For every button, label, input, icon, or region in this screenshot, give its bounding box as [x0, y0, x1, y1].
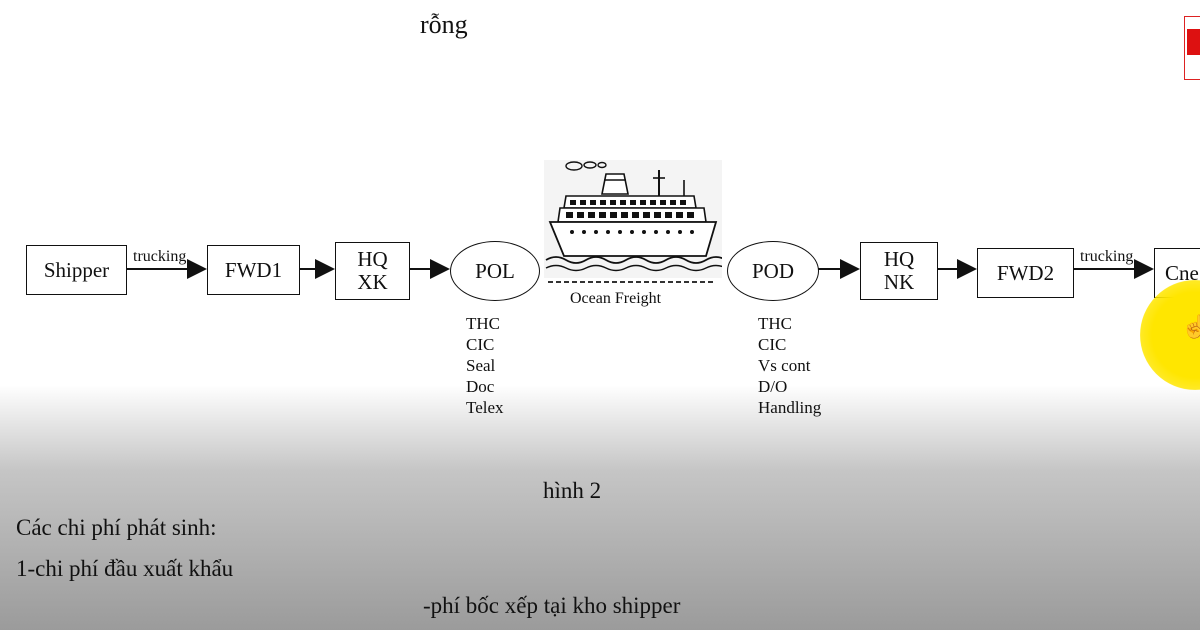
pod-charges-list: THC CIC Vs cont D/O Handling — [758, 313, 821, 418]
node-pol: POL — [450, 241, 540, 301]
pol-charge-item: CIC — [466, 335, 495, 354]
pol-charge-item: THC — [466, 314, 500, 333]
note-line-3: -phí bốc xếp tại kho shipper — [423, 593, 681, 618]
hand-cursor-icon: ☝ — [1181, 314, 1200, 339]
node-hq-xk-line2: XK — [357, 270, 388, 294]
pol-charge-item: Doc — [466, 377, 495, 396]
figure-caption: hình 2 — [543, 478, 602, 503]
edge-label-trucking-left: trucking — [133, 248, 187, 265]
note-line-2: 1-chi phí đầu xuất khẩu — [16, 556, 234, 581]
node-shipper-label: Shipper — [43, 257, 110, 282]
node-fwd1-label: FWD1 — [224, 257, 283, 282]
ship-icon — [544, 160, 722, 278]
node-hq-xk: HQ XK — [335, 242, 410, 300]
pod-charge-item: Handling — [758, 398, 822, 417]
node-fwd1: FWD1 — [207, 245, 300, 295]
note-line-1: Các chi phí phát sinh: — [16, 515, 217, 540]
pol-charge-item: Seal — [466, 356, 496, 375]
pol-charges-list: THC CIC Seal Doc Telex — [466, 313, 504, 418]
node-fwd2: FWD2 — [977, 248, 1074, 298]
node-cnee-label: Cne — [1165, 260, 1199, 285]
node-hq-nk-line2: NK — [883, 270, 915, 294]
pod-charge-item: THC — [758, 314, 792, 333]
node-hq-nk: HQ NK — [860, 242, 938, 300]
node-shipper: Shipper — [26, 245, 127, 295]
channel-logo — [1184, 16, 1200, 80]
edge-label-trucking-right: trucking — [1080, 248, 1134, 265]
pod-charge-item: CIC — [758, 335, 787, 354]
node-fwd2-label: FWD2 — [996, 260, 1055, 285]
node-pod-label: POD — [751, 258, 794, 283]
edge-label-ocean-freight: Ocean Freight — [570, 290, 662, 307]
pod-charge-item: Vs cont — [758, 356, 811, 375]
node-hq-nk-line1: HQ — [883, 247, 915, 271]
pod-charge-item: D/O — [758, 377, 788, 396]
pol-charge-item: Telex — [466, 398, 504, 417]
node-pol-label: POL — [475, 258, 515, 283]
node-hq-xk-line1: HQ — [357, 247, 388, 271]
node-pod: POD — [727, 241, 819, 301]
top-partial-text: rỗng — [420, 10, 468, 39]
